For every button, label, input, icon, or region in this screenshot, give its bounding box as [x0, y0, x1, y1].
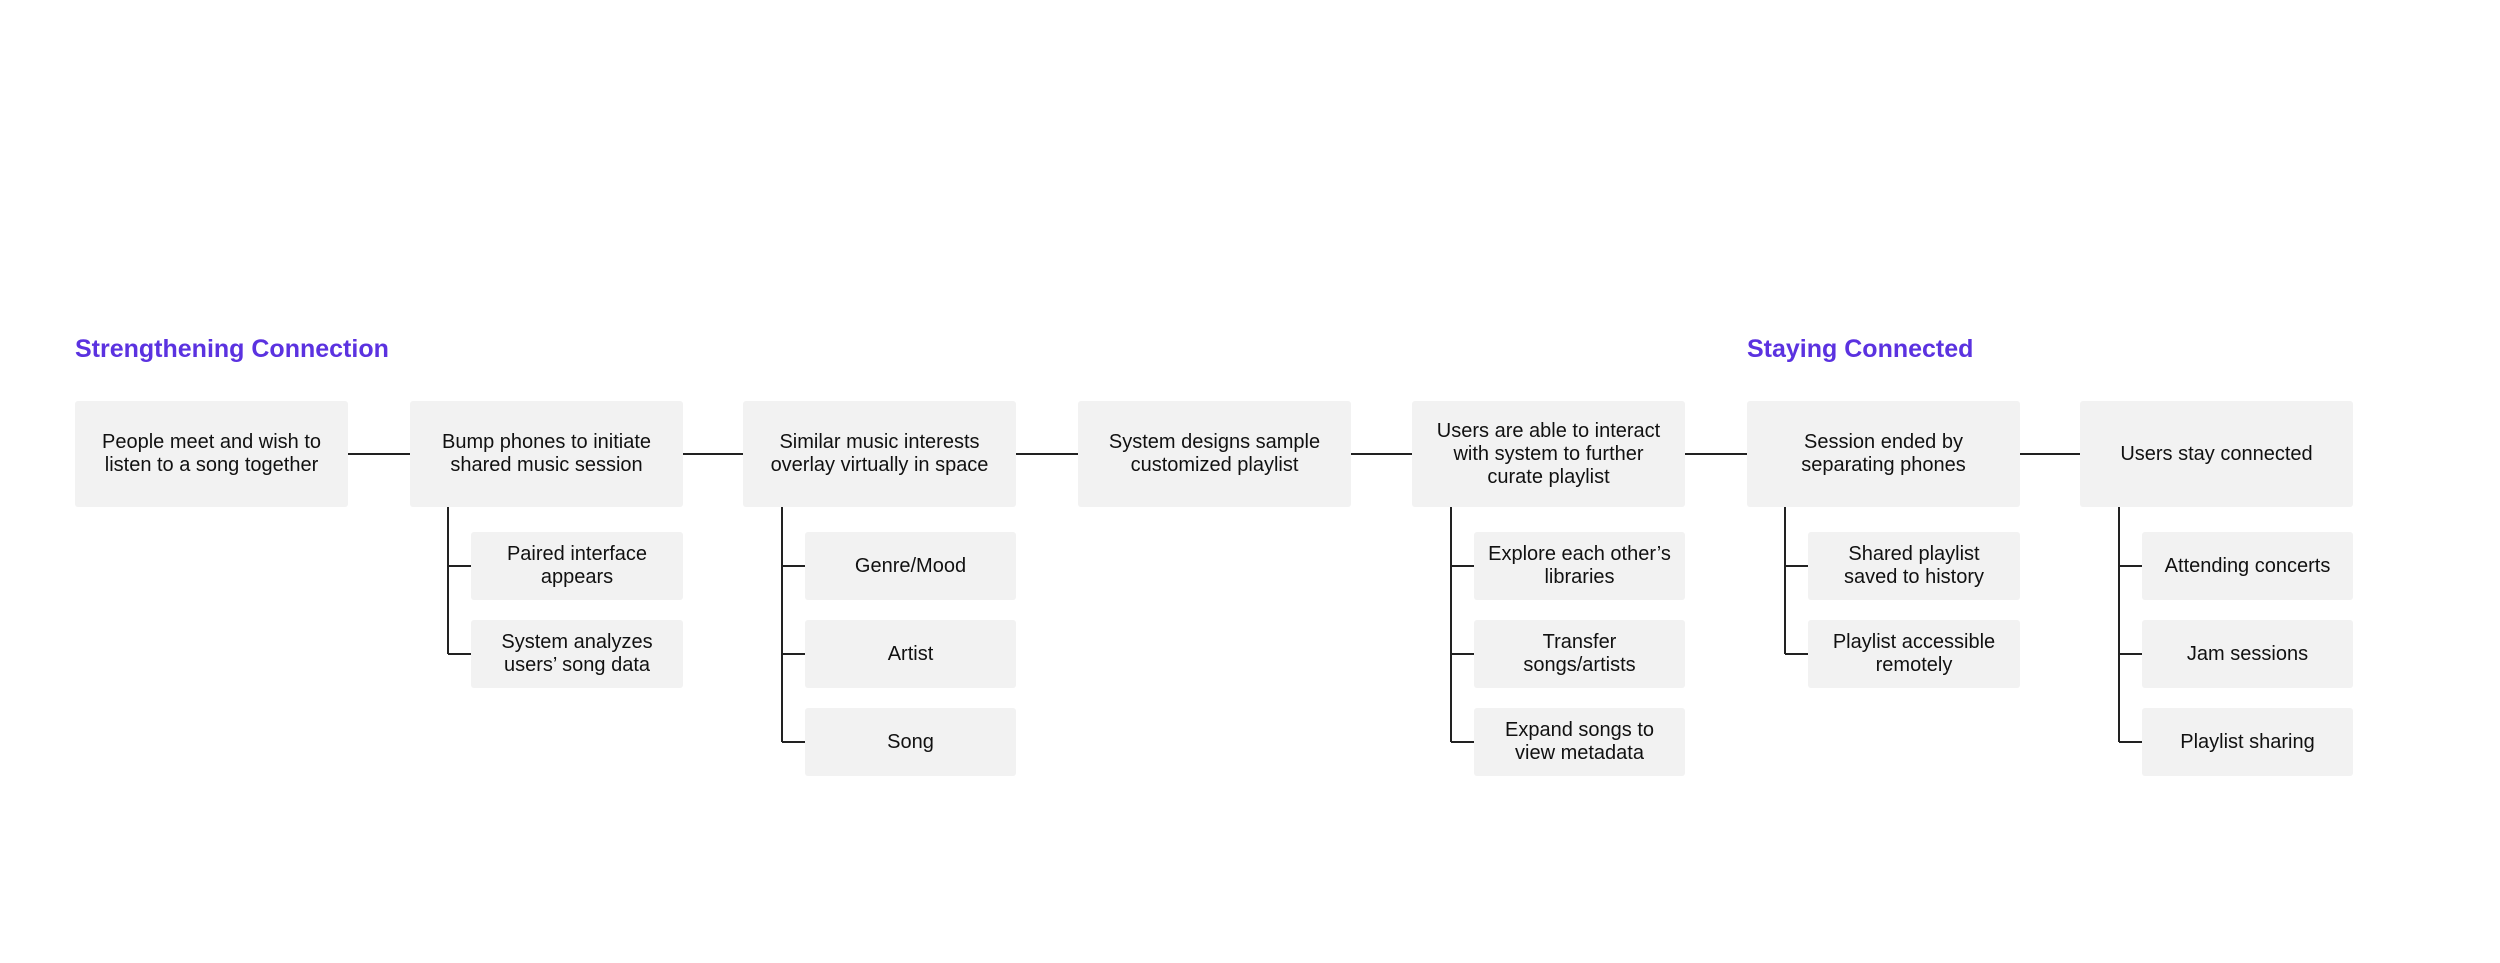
- sub-node-6-2: Playlist accessible remotely: [1808, 620, 2020, 688]
- step-node-5: Users are able to interact with system t…: [1412, 401, 1685, 507]
- sub-node-3-1: Genre/Mood: [805, 532, 1016, 600]
- sub-node-2-2: System analyzes users’ song data: [471, 620, 683, 688]
- step-node-1: People meet and wish to listen to a song…: [75, 401, 348, 507]
- sub-node-5-2: Transfer songs/artists: [1474, 620, 1685, 688]
- step-node-2: Bump phones to initiate shared music ses…: [410, 401, 683, 507]
- sub-node-7-3: Playlist sharing: [2142, 708, 2353, 776]
- step-node-7: Users stay connected: [2080, 401, 2353, 507]
- sub-node-3-3: Song: [805, 708, 1016, 776]
- step-node-4: System designs sample customized playlis…: [1078, 401, 1351, 507]
- sub-node-2-1: Paired interface appears: [471, 532, 683, 600]
- sub-node-5-1: Explore each other’s libraries: [1474, 532, 1685, 600]
- step-node-6: Session ended by separating phones: [1747, 401, 2020, 507]
- step-node-3: Similar music interests overlay virtuall…: [743, 401, 1016, 507]
- sub-node-7-2: Jam sessions: [2142, 620, 2353, 688]
- sub-node-7-1: Attending concerts: [2142, 532, 2353, 600]
- sub-node-3-2: Artist: [805, 620, 1016, 688]
- sub-node-6-1: Shared playlist saved to history: [1808, 532, 2020, 600]
- section-title-strengthening: Strengthening Connection: [75, 335, 389, 363]
- section-title-staying: Staying Connected: [1747, 335, 1974, 363]
- sub-node-5-3: Expand songs to view metadata: [1474, 708, 1685, 776]
